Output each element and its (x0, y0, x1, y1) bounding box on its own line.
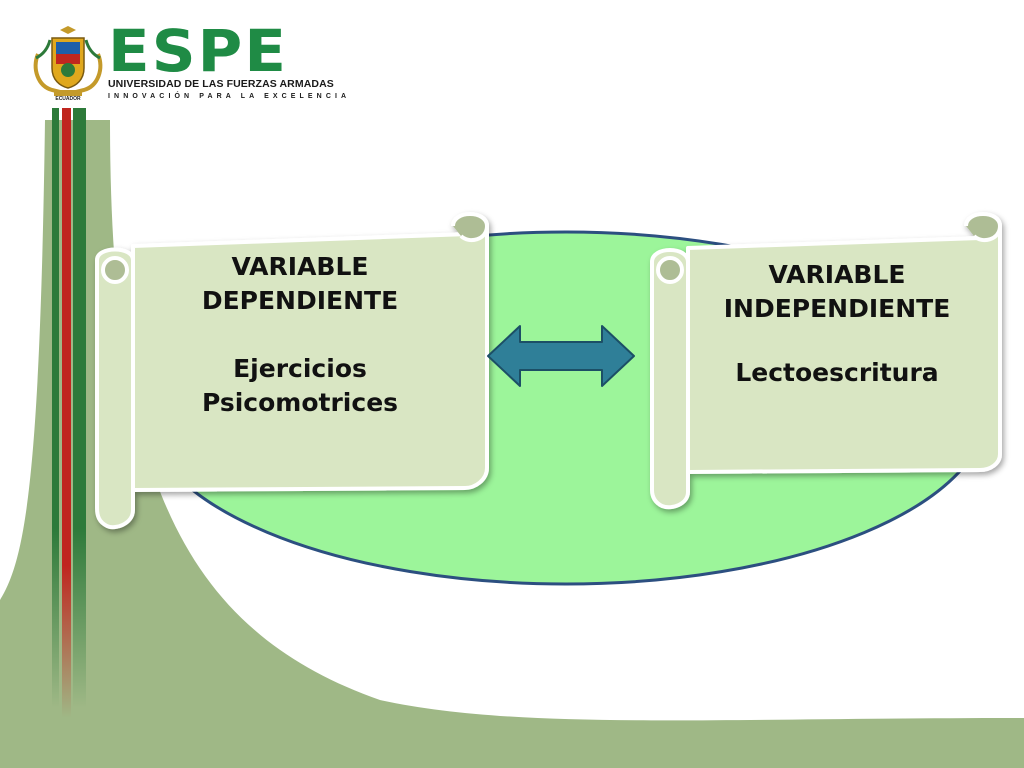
right-scroll-text: VARIABLE INDEPENDIENTE Lectoescritura (690, 258, 984, 390)
left-scroll-shape (95, 212, 489, 530)
independent-variable-value: Lectoescritura (735, 358, 939, 387)
university-motto: INNOVACIÓN PARA LA EXCELENCIA (108, 93, 351, 100)
double-arrow-icon (487, 325, 635, 387)
right-scroll-shape (650, 212, 1002, 510)
vertical-stripes (52, 108, 86, 718)
university-name: UNIVERSIDAD DE LAS FUERZAS ARMADAS (108, 78, 334, 90)
logo-wordmark: ESPE (108, 17, 289, 85)
dependent-variable-value: Ejercicios Psicomotrices (201, 354, 399, 417)
university-logo: ESPE UNIVERSIDAD DE LAS FUERZAS ARMADAS … (108, 22, 351, 100)
independent-variable-heading: VARIABLE INDEPENDIENTE (723, 260, 951, 323)
dependent-variable-heading: VARIABLE DEPENDIENTE (201, 252, 399, 315)
emblem-country-label: ECUADOR (55, 96, 81, 102)
university-emblem-icon (33, 26, 103, 97)
left-scroll-text: VARIABLE DEPENDIENTE Ejercicios Psicomot… (140, 250, 460, 420)
